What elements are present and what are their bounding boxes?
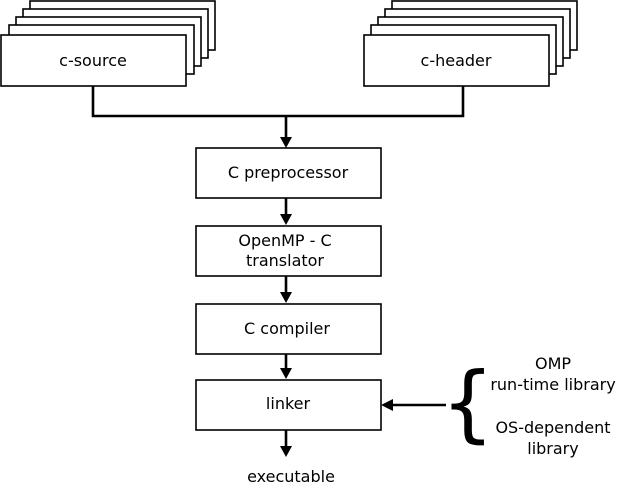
preprocessor-box xyxy=(195,147,382,199)
translator-label-line1: OpenMP - C xyxy=(238,231,331,250)
os-library-label-line2: library xyxy=(527,439,578,458)
c-source-label: c-source xyxy=(59,51,127,70)
inputs-merge-connector xyxy=(91,86,465,138)
c-header-label: c-header xyxy=(421,51,492,70)
compiler-label: C compiler xyxy=(244,319,330,338)
preprocessor-label: C preprocessor xyxy=(228,163,349,182)
arrow-to-executable xyxy=(280,446,292,457)
library-brace: { xyxy=(441,354,494,452)
omp-library-label-line2: run-time library xyxy=(490,375,615,394)
arrow-to-linker xyxy=(280,368,292,379)
linker-box xyxy=(195,379,382,431)
arrow-to-translator xyxy=(280,214,292,225)
arrow-to-compiler xyxy=(280,292,292,303)
executable-label: executable xyxy=(247,467,335,483)
linker-label: linker xyxy=(266,394,311,413)
translator-box xyxy=(195,225,382,277)
c-header-box xyxy=(363,34,550,87)
compiler-box xyxy=(195,303,382,355)
arrow-from-libraries xyxy=(381,399,393,411)
os-library-label-line1: OS-dependent xyxy=(495,418,610,437)
translator-label-line2: translator xyxy=(246,251,324,270)
c-source-file-stack: c-source xyxy=(0,0,216,87)
arrow-to-preprocessor xyxy=(280,137,292,148)
c-header-file-stack: c-header xyxy=(363,0,578,87)
omp-library-label-line1: OMP xyxy=(535,354,571,373)
